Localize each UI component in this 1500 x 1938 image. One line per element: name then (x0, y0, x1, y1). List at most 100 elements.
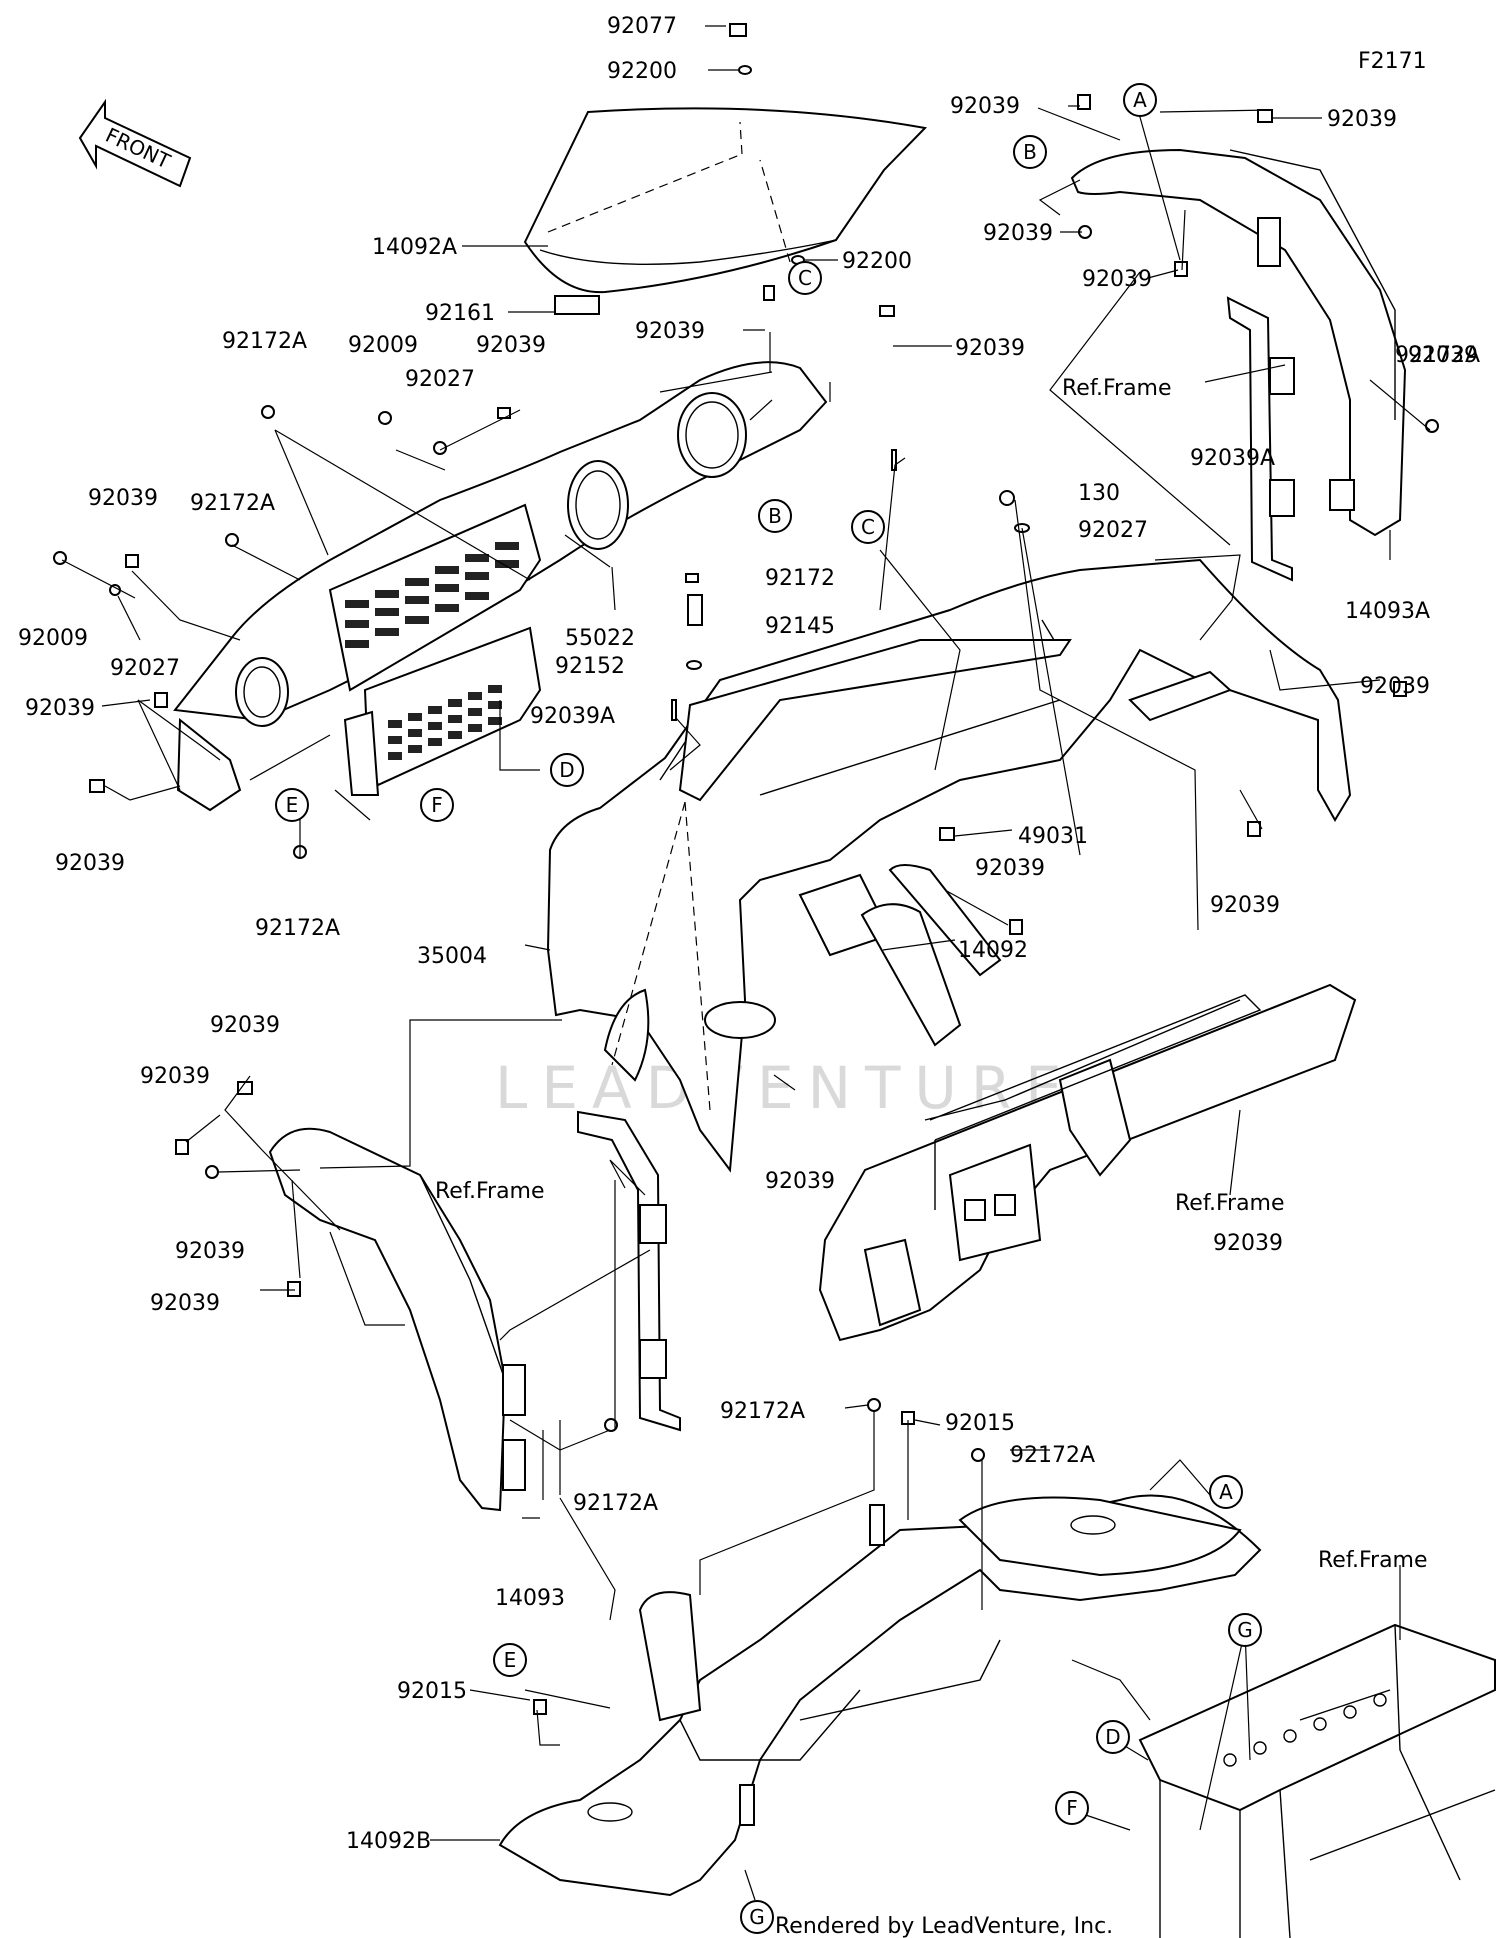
part-label: 92172A (222, 329, 307, 354)
footer-credit: Rendered by LeadVenture, Inc. (775, 1914, 1113, 1938)
part-label: 92039 (88, 486, 158, 511)
callout-e-bottom: E (493, 1643, 527, 1677)
ref-frame-label-middle: Ref.Frame (435, 1179, 545, 1204)
svg-text:D: D (1105, 1725, 1120, 1749)
ref-frame-label-upper: Ref.Frame (1062, 376, 1172, 401)
part-label: 92039 (175, 1239, 245, 1264)
part-label: 92172A (1010, 1443, 1095, 1468)
part-label: 92039 (150, 1291, 220, 1316)
part-label: 14093 (495, 1586, 565, 1611)
part-label: 92145 (765, 614, 835, 639)
part-label: 92039 (210, 1013, 280, 1038)
leader-lines (61, 25, 1431, 1901)
svg-text:B: B (1023, 140, 1037, 164)
callout-a-bottom: A (1209, 1475, 1243, 1509)
part-labels: 92077 92200 14092A 92200 92161 92039 920… (18, 14, 1480, 1854)
svg-text:E: E (504, 1648, 517, 1672)
ref-frame-lower (1138, 1623, 1496, 1938)
callout-b-mid: B (758, 499, 792, 533)
fender-14093a (1070, 148, 1407, 537)
main-body-35004 (546, 558, 1352, 1173)
part-label: 92039 (955, 336, 1025, 361)
watermark: LEADVENTURE (495, 1054, 1076, 1122)
svg-text:E: E (286, 793, 299, 817)
svg-text:G: G (1237, 1618, 1253, 1642)
part-label: 49031 (1018, 824, 1088, 849)
ref-frame-label-right: Ref.Frame (1175, 1191, 1285, 1216)
svg-text:G: G (749, 1905, 765, 1929)
callout-circles: A B C B C D E F (275, 83, 1262, 1934)
svg-text:C: C (861, 515, 875, 539)
callout-c-top: C (788, 261, 822, 295)
fender-14093 (268, 1127, 526, 1512)
callout-d-mid: D (550, 753, 584, 787)
part-label: 130 (1078, 481, 1120, 506)
part-label: 92027 (1078, 518, 1148, 543)
part-label: 35004 (417, 944, 487, 969)
part-label: 92039 (55, 851, 125, 876)
part-label: 14092 (958, 938, 1028, 963)
dash-panel-55022 (173, 361, 828, 812)
part-label: 92039 (975, 856, 1045, 881)
part-label: 92172A (573, 1491, 658, 1516)
part-label: 92039 (1408, 343, 1478, 368)
part-label: 92152 (555, 654, 625, 679)
callout-d-bottom: D (1096, 1720, 1130, 1754)
part-label: 92039 (1327, 107, 1397, 132)
svg-text:A: A (1133, 88, 1147, 112)
part-label: 14092B (346, 1829, 431, 1854)
part-label: 92039 (140, 1064, 210, 1089)
part-label: 92077 (607, 14, 677, 39)
part-label: 92015 (397, 1679, 467, 1704)
part-label: 92039 (983, 221, 1053, 246)
part-label: 92039 (1210, 893, 1280, 918)
part-label: 92200 (842, 249, 912, 274)
top-cover-14092a (523, 107, 928, 315)
callout-c-mid: C (851, 510, 885, 544)
part-label: 55022 (565, 626, 635, 651)
panel-14092 (860, 903, 962, 1047)
svg-text:B: B (768, 504, 782, 528)
part-label: 92172A (1395, 343, 1480, 368)
part-label: 92009 (348, 333, 418, 358)
part-label: 92039 (765, 1169, 835, 1194)
part-label: 92039A (1190, 446, 1275, 471)
part-label: 92172A (720, 1399, 805, 1424)
grille-panel (343, 626, 542, 796)
callout-g-bottom: G (740, 1900, 774, 1934)
front-arrow-icon: FRONT (78, 98, 192, 188)
callout-e-mid: E (275, 788, 309, 822)
callout-b-top: B (1013, 135, 1047, 169)
part-label: 92172 (765, 566, 835, 591)
figure-code: F2171 (1358, 49, 1427, 74)
part-label: 92039 (1213, 1231, 1283, 1256)
part-label: 92039 (476, 333, 546, 358)
svg-text:F: F (431, 793, 443, 817)
svg-text:A: A (1219, 1480, 1233, 1504)
part-label: 14093A (1345, 599, 1430, 624)
part-label: 92172A (255, 916, 340, 941)
part-label: 92200 (607, 59, 677, 84)
part-label: 92039 (1360, 674, 1430, 699)
svg-text:C: C (798, 266, 812, 290)
ref-frame-pillar-middle (577, 1110, 681, 1432)
part-label: 92039 (1082, 267, 1152, 292)
part-label: 92161 (425, 301, 495, 326)
callout-g-bottom-right: G (1228, 1613, 1262, 1647)
part-label: 92039 (25, 696, 95, 721)
part-label: 92172A (190, 491, 275, 516)
part-label: 92027 (405, 367, 475, 392)
part-label: 92039 (635, 319, 705, 344)
callout-f-mid: F (420, 788, 454, 822)
ref-frame-pillar-upper (1226, 296, 1295, 582)
part-label: 92015 (945, 1411, 1015, 1436)
ref-frame-middle (818, 983, 1357, 1342)
callout-a-top: A (1123, 83, 1157, 117)
floor-14092b (498, 1494, 1262, 1897)
svg-text:D: D (559, 758, 574, 782)
part-label: 92039 (950, 94, 1020, 119)
svg-text:F: F (1066, 1796, 1078, 1820)
ref-frame-label-lower: Ref.Frame (1318, 1548, 1428, 1573)
callout-f-bottom: F (1055, 1791, 1089, 1825)
